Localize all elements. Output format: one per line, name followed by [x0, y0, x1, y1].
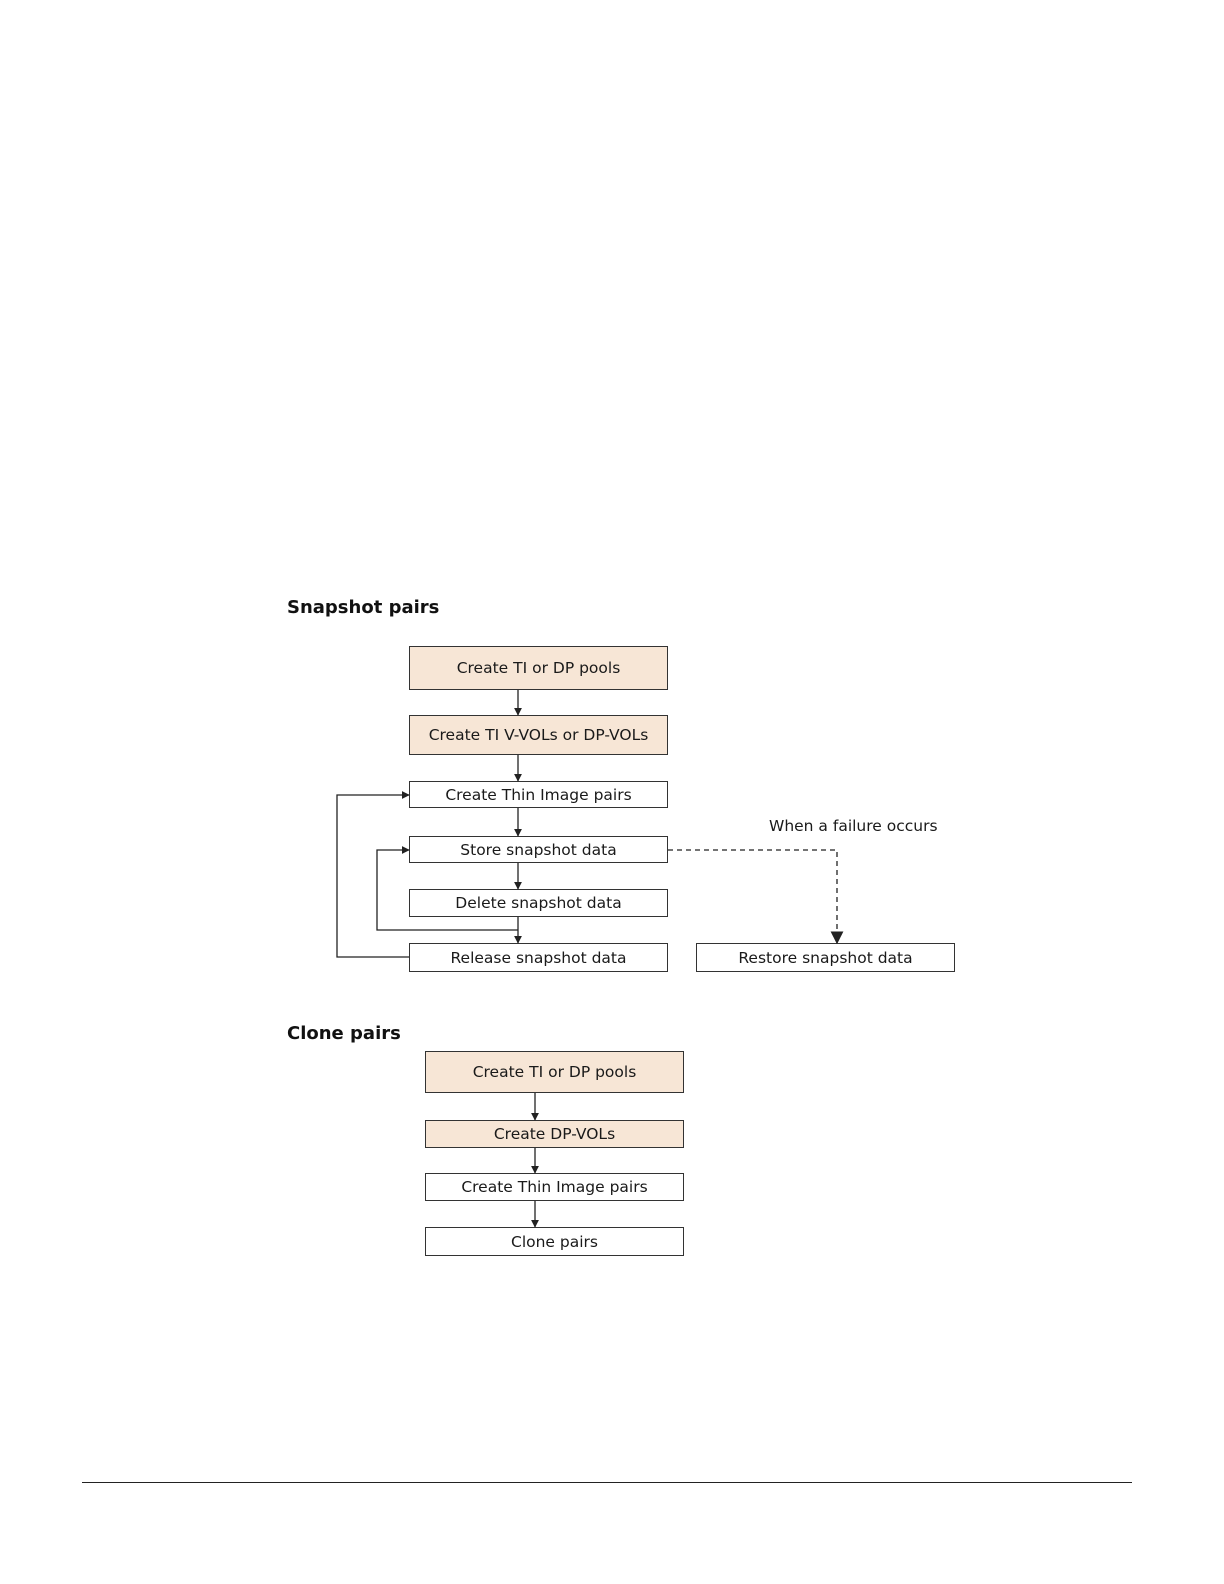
footer-rule	[82, 1482, 1132, 1483]
failure-dashed-path	[668, 850, 837, 943]
loop-back-to-store	[377, 850, 518, 930]
loop-back-to-create-pairs	[337, 795, 409, 957]
